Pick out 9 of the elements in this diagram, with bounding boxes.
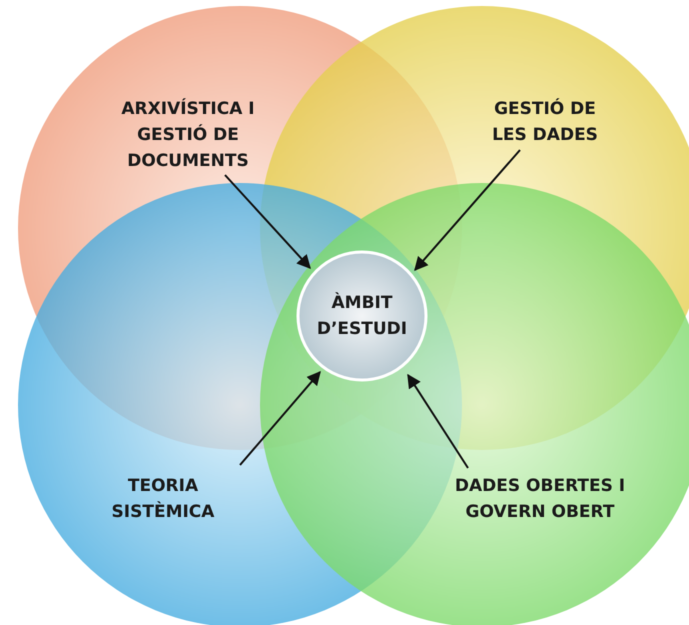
- area-label: GESTIÓ DE LES DADES: [475, 96, 615, 148]
- arrow: [239, 370, 321, 466]
- area-label: DADES OBERTES I GOVERN OBERT: [440, 473, 640, 525]
- arrow: [414, 149, 521, 272]
- area-label: TEORIA SISTÈMICA: [83, 473, 243, 525]
- circle-label: ÀMBIT D’ESTUDI: [316, 291, 408, 341]
- center-circle: [296, 250, 428, 382]
- area-label: ARXIVÍSTICA I GESTIÓ DE DOCUMENTS: [88, 96, 288, 174]
- arrow: [407, 374, 469, 469]
